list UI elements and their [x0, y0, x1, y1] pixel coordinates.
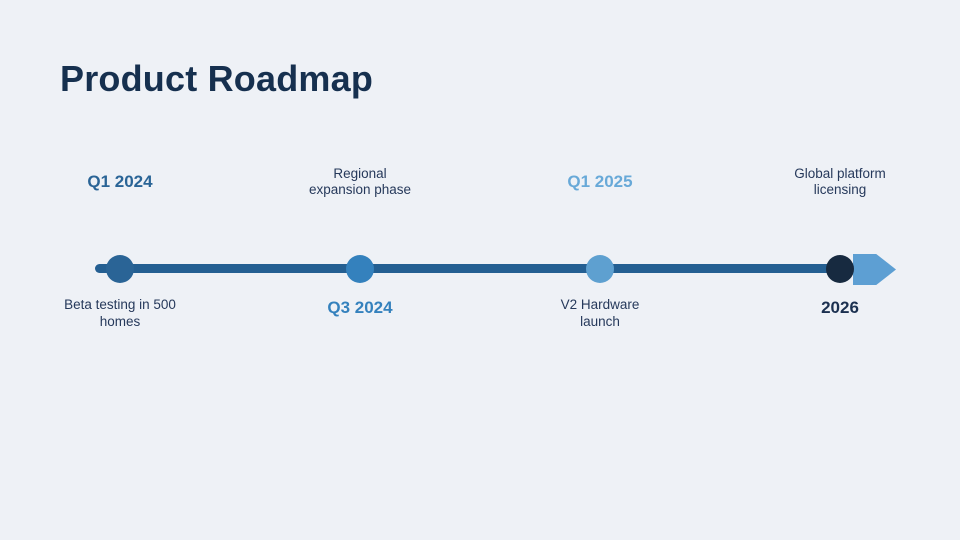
milestone-dot — [826, 255, 854, 283]
description-line: V2 Hardware — [560, 297, 640, 312]
description-line: Beta testing in 500 — [64, 297, 176, 312]
description-line: expansion phase — [308, 182, 412, 197]
milestone-quarter-label: Q1 2025 — [567, 172, 633, 191]
milestone-lower-slot: Beta testing in 500 homes — [20, 297, 220, 341]
milestone-description: Beta testing in 500 homes — [64, 297, 176, 330]
milestone-description: Regional expansion phase — [309, 166, 411, 199]
milestone-upper-slot: Q1 2025 — [500, 160, 700, 204]
milestone-lower-slot: Q3 2024 — [260, 297, 460, 341]
milestone-lower-slot: 2026 — [740, 297, 940, 341]
milestone-upper-slot: Q1 2024 — [20, 160, 220, 204]
milestone-dot — [586, 255, 614, 283]
milestone-upper-slot: Regional expansion phase — [260, 160, 460, 204]
timeline-line — [95, 264, 854, 273]
milestone-q1-2024: Q1 2024 Beta testing in 500 homes — [20, 160, 220, 340]
milestone-2026: Global platform licensing 2026 — [740, 160, 940, 340]
description-line: Regional — [333, 165, 387, 181]
page-title: Product Roadmap — [60, 58, 374, 99]
milestone-q3-2024: Regional expansion phase Q3 2024 — [260, 160, 460, 340]
description-line: licensing — [813, 182, 867, 197]
milestone-q1-2025: Q1 2025 V2 Hardware launch — [500, 160, 700, 340]
milestone-quarter-label: Q3 2024 — [327, 298, 393, 317]
milestone-lower-slot: V2 Hardware launch — [500, 297, 700, 341]
milestone-description: Global platform licensing — [794, 166, 886, 199]
milestone-dot — [346, 255, 374, 283]
description-line: homes — [99, 313, 141, 329]
description-line: Global platform — [794, 165, 886, 181]
milestone-description: V2 Hardware launch — [561, 297, 640, 330]
milestone-quarter-label: 2026 — [821, 298, 859, 317]
milestone-upper-slot: Global platform licensing — [740, 160, 940, 204]
milestone-quarter-label: Q1 2024 — [87, 172, 153, 191]
description-line: launch — [580, 313, 620, 329]
milestone-dot — [106, 255, 134, 283]
